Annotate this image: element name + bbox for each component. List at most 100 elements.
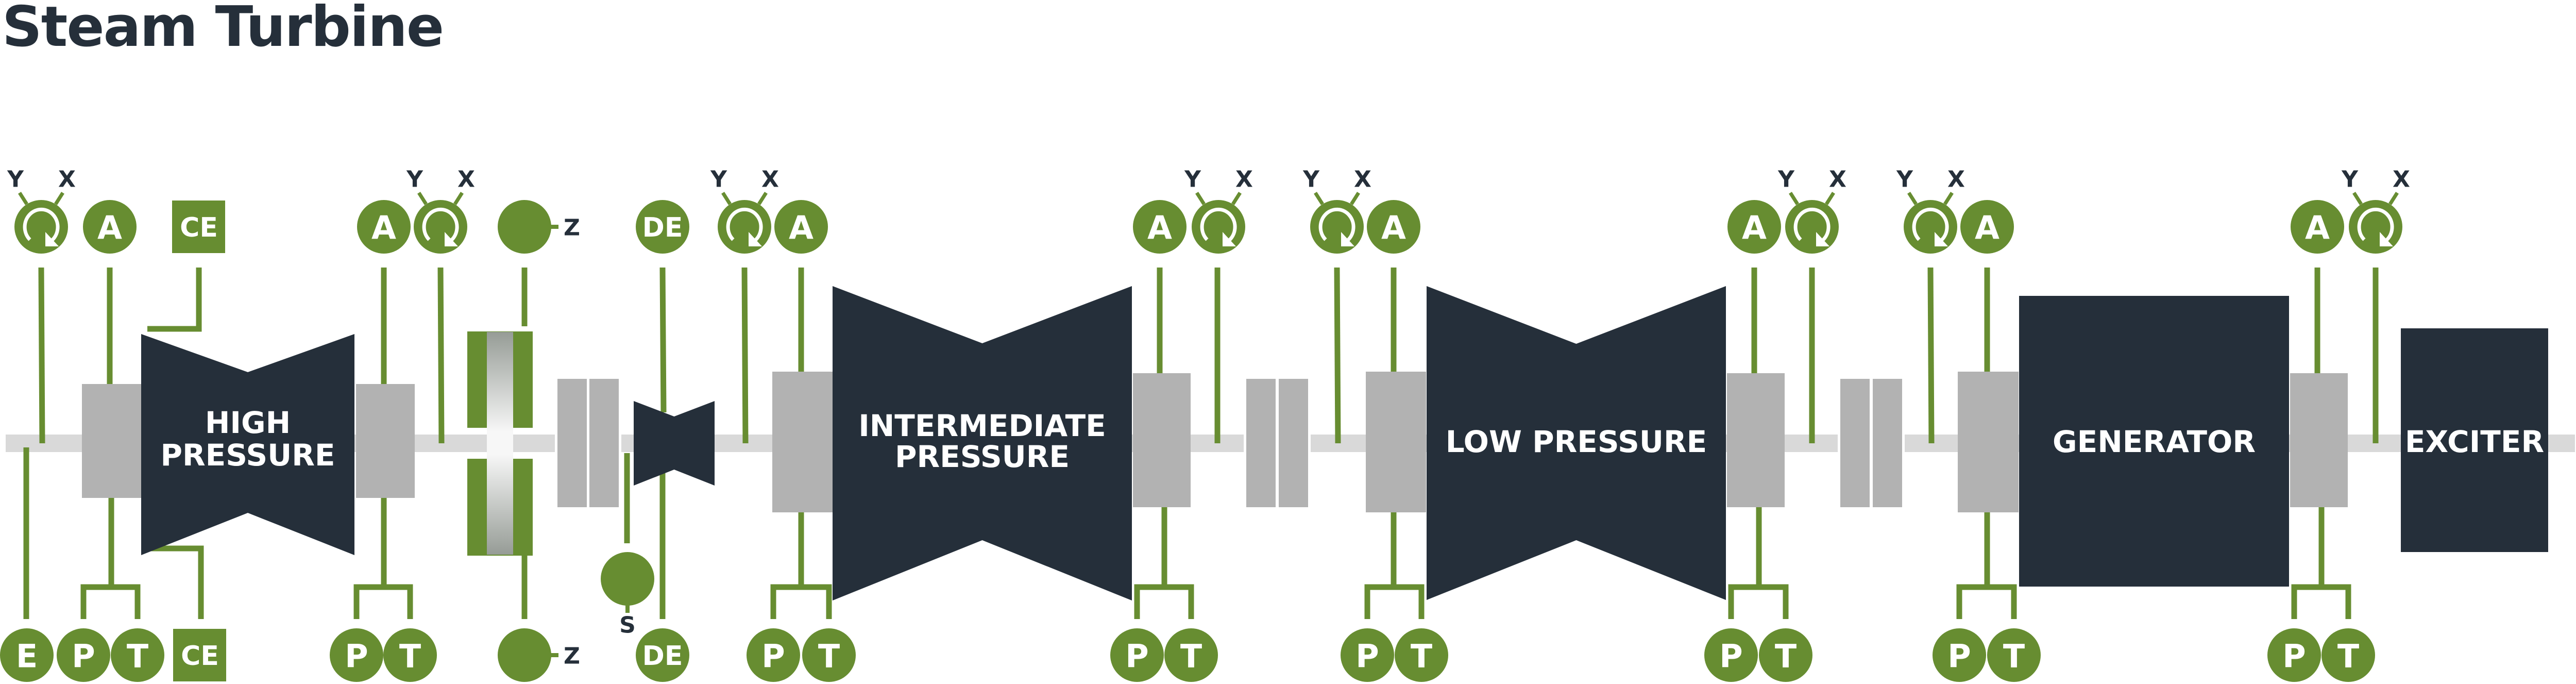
axis-label-y: Y (1302, 166, 1320, 193)
ip-label: INTERMEDIATE (858, 408, 1106, 443)
sensor-circle (0, 628, 54, 682)
axis-label-y: Y (7, 166, 24, 193)
sensor-letter: P (72, 638, 95, 675)
rotation-arrowhead (445, 232, 458, 246)
bottom-sensor-p: P (1341, 628, 1394, 682)
probe-stub-x (54, 192, 64, 205)
sensor-letter: T (2003, 638, 2025, 675)
probe-stub-y (1789, 192, 1799, 205)
sensor-letter: P (1719, 638, 1742, 675)
rotation-arc (422, 207, 459, 242)
sensor-letter: A (1147, 209, 1172, 247)
side-label-s: S (619, 612, 636, 639)
top-sensor-a: A (1727, 200, 1781, 254)
rotation-icon (1318, 207, 1355, 246)
sensor-letter: P (1355, 638, 1379, 675)
keyphasor-z-probe: Z (498, 200, 580, 254)
thrust-disc (487, 332, 513, 555)
machine-gen: GENERATOR (2019, 296, 2289, 587)
probe-stub-x (2388, 192, 2399, 205)
rotation-arrowhead (1223, 232, 1236, 246)
sensor-circle (111, 628, 164, 682)
bracket-fork (80, 584, 141, 619)
rotation-arc (1793, 207, 1831, 242)
bearing (772, 372, 833, 512)
probe-stub-y (2352, 192, 2363, 205)
rotation-icon (1793, 207, 1831, 246)
bottom-sensor-p: P (2267, 628, 2321, 682)
bottom-sensor-p: P (747, 628, 800, 682)
coupling-half (1873, 379, 1902, 507)
top-sensor-a: A (774, 200, 828, 254)
sensor-letter: T (127, 638, 148, 675)
rotation-arrowhead (2380, 232, 2393, 246)
axis-label-x: X (457, 166, 475, 193)
rotation-icon (2357, 207, 2394, 246)
sensor-circle (2267, 628, 2321, 682)
probe-stub-x (1231, 192, 1242, 205)
bracket-fork (1364, 584, 1425, 619)
bottom-sensor-p: P (1704, 628, 1758, 682)
coupling-half (589, 379, 619, 507)
top-sensor-a: A (1960, 200, 2014, 254)
rotation-arc (726, 207, 763, 242)
bracket-fork (353, 584, 413, 619)
rotation-arrowhead (1816, 232, 1829, 246)
sensor-letter: T (1775, 638, 1797, 675)
sensor-letter: P (2282, 638, 2306, 675)
sensor-letter: A (371, 209, 396, 247)
axis-label-y: Y (406, 166, 423, 193)
machine-lp: LOW PRESSURE (1427, 286, 1726, 600)
exc-label: EXCITER (2405, 424, 2544, 459)
sensor-circle (357, 200, 411, 254)
probe-stub-y (1907, 192, 1918, 205)
bottom-sensor-t: T (1395, 628, 1448, 682)
speed-probe-s: S (601, 552, 654, 639)
top-sensor-lead (38, 267, 45, 444)
bottom-sensor-p: P (57, 628, 110, 682)
sensor-circle (636, 200, 689, 254)
axis-label-x: X (1235, 166, 1253, 193)
probe-stub-x (757, 192, 768, 205)
top-sensor-a: A (1367, 200, 1420, 254)
bottom-sensor-de: DE (636, 628, 689, 682)
bottom-sensor-t: T (2321, 628, 2375, 682)
bottom-sensor-ce: CE (173, 629, 226, 681)
machine-exc: EXCITER (2401, 328, 2548, 552)
bearing (356, 384, 415, 498)
rotation-arrowhead (749, 232, 762, 246)
sensor-circle (774, 200, 828, 254)
sensor-letter: A (789, 209, 814, 247)
sensor-circle (1727, 200, 1781, 254)
sensor-letter: T (1411, 638, 1432, 675)
bottom-sensor-t: T (1164, 628, 1218, 682)
bottom-sensor-p: P (1933, 628, 1986, 682)
sensor-letter: A (1381, 209, 1406, 247)
rotation-arc (2357, 207, 2394, 242)
bracket-fork (2291, 584, 2351, 619)
axis-label-x: X (2393, 166, 2410, 193)
axis-label-x: X (1829, 166, 1846, 193)
probe-stub-y (721, 192, 732, 205)
probe-stub-x (1943, 192, 1954, 205)
gen-label: GENERATOR (2053, 424, 2256, 459)
small-turbine-body (634, 401, 715, 486)
sensor-box (173, 629, 226, 681)
coupling-half (1246, 379, 1276, 507)
sensor-circle (2291, 200, 2344, 254)
probe-stub-y (1195, 192, 1206, 205)
sensor-circle (57, 628, 110, 682)
axis-label-y: Y (710, 166, 727, 193)
page-title: Steam Turbine (2, 0, 444, 59)
rotation-icon (1200, 207, 1237, 246)
ip-label: PRESSURE (895, 439, 1070, 474)
sensor-circle (601, 552, 654, 606)
keyphasor-z-probe: Z (498, 628, 580, 682)
